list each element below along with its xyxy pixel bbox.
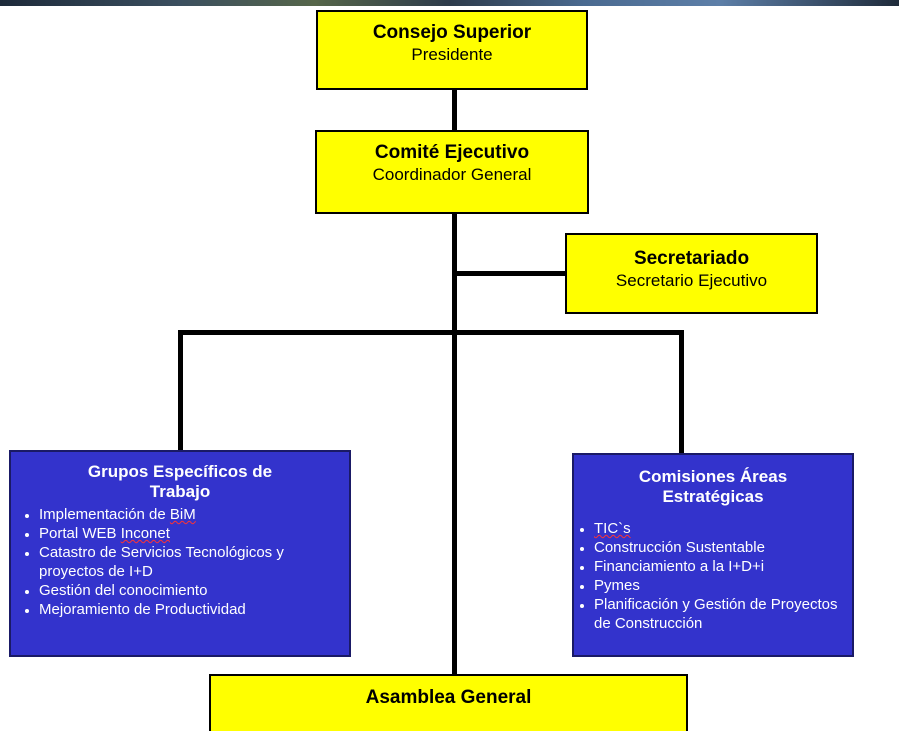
secretariado-subtitle: Secretario Ejecutivo [615,271,768,290]
list-item-text: Portal WEB [39,525,121,542]
list-item: Implementación de BiM [39,505,349,524]
connector-main-trunk [452,213,457,676]
comite-ejecutivo-title: Comité Ejecutivo [374,142,530,163]
list-item-text: Financiamiento a la I+D+i [594,558,765,575]
spellcheck-flagged-word: Inconet [120,525,170,542]
comisiones-box: Comisiones Áreas Estratégicas TIC`sConst… [572,453,854,657]
connector-horizontal-branch [178,330,684,335]
list-item: Mejoramiento de Productividad [39,600,349,619]
asamblea-general-box: Asamblea General [209,674,688,731]
list-item-text: Planificación y Gestión de Proyectos de … [594,596,838,632]
list-item-text: Catastro de Servicios Tecnológicos y pro… [39,544,284,580]
list-item-text: Pymes [594,577,640,594]
list-item-text: Mejoramiento de Productividad [39,601,246,618]
list-item: Gestión del conocimiento [39,581,349,600]
comite-ejecutivo-box: Comité Ejecutivo Coordinador General [315,130,589,214]
secretariado-title: Secretariado [633,248,750,269]
top-photo-strip [0,0,899,6]
list-item: Planificación y Gestión de Proyectos de … [594,595,852,633]
connector-left-drop [178,330,183,451]
consejo-superior-subtitle: Presidente [411,45,493,64]
consejo-superior-title: Consejo Superior [372,22,532,43]
list-item: Pymes [594,576,852,595]
list-item: Catastro de Servicios Tecnológicos y pro… [39,543,349,581]
list-item-text: Implementación de [39,506,170,523]
grupos-trabajo-title: Grupos Específicos de Trabajo [87,462,273,501]
secretariado-box: Secretariado Secretario Ejecutivo [565,233,818,314]
list-item: TIC`s [594,519,852,538]
connector-consejo-comite [452,89,457,131]
spellcheck-flagged-word: BiM [169,506,196,523]
comisiones-list: TIC`sConstrucción SustentableFinanciamie… [574,519,852,633]
consejo-superior-box: Consejo Superior Presidente [316,10,588,90]
list-item-text: Gestión del conocimiento [39,582,208,599]
grupos-trabajo-list: Implementación de BiMPortal WEB InconetC… [11,505,349,619]
spellcheck-flagged-word: TIC`s [594,520,631,537]
list-item: Construcción Sustentable [594,538,852,557]
connector-secretariado [452,271,566,276]
comisiones-title: Comisiones Áreas Estratégicas [638,467,788,506]
list-item: Portal WEB Inconet [39,524,349,543]
asamblea-general-title: Asamblea General [365,687,532,708]
connector-right-drop [679,330,684,454]
list-item: Financiamiento a la I+D+i [594,557,852,576]
grupos-trabajo-box: Grupos Específicos de Trabajo Implementa… [9,450,351,657]
comite-ejecutivo-subtitle: Coordinador General [372,165,532,184]
list-item-text: Construcción Sustentable [594,539,765,556]
